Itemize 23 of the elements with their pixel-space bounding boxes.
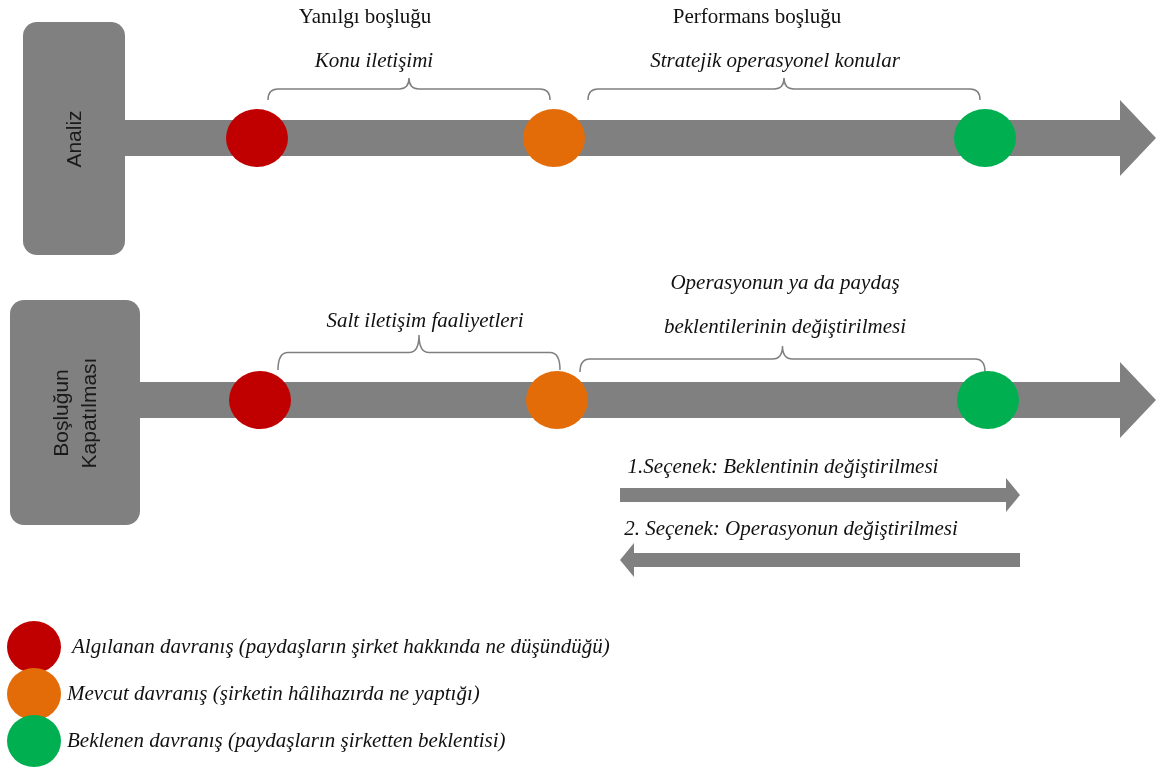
thick-connector [125,120,233,156]
annotation-text: Stratejik operasyonel konular [650,48,900,73]
label-box [23,22,125,255]
thick-connector [578,120,961,156]
annotation-text: Salt iletişim faaliyetleri [326,308,524,333]
label-box [10,300,140,525]
annotation-text: Operasyonun ya da paydaş beklentilerinin değiştirilmesi [662,269,907,340]
legend-text: Mevcut davranış (şirketin hâlihazırda ne yaptığı) [67,681,480,706]
thick-connector [281,120,530,156]
thick-connector [140,382,236,418]
legend-text: Algılanan davranış (paydaşların şirket hakkında ne düşündüğü) [72,634,610,659]
thick-arrow [1012,362,1156,438]
legend-text: Beklenen davranış (paydaşların şirketten beklentisi) [67,728,506,753]
annotation-text: 2. Seçenek: Operasyonun değiştirilmesi [624,516,958,541]
annotation-text: Performans boşluğu [672,4,842,29]
thick-connector [284,382,533,418]
box-label: Analiz [60,108,86,170]
annotation-text: Konu iletişimi [314,48,434,73]
thick-connector [581,382,964,418]
annotation-text: 1.Seçenek: Beklentinin değiştirilmesi [627,454,939,479]
annotation-text: Yanılgı boşluğu [298,4,432,29]
box-label: Boşluğun Kapatılması [47,356,101,470]
thick-arrow [1009,100,1156,176]
